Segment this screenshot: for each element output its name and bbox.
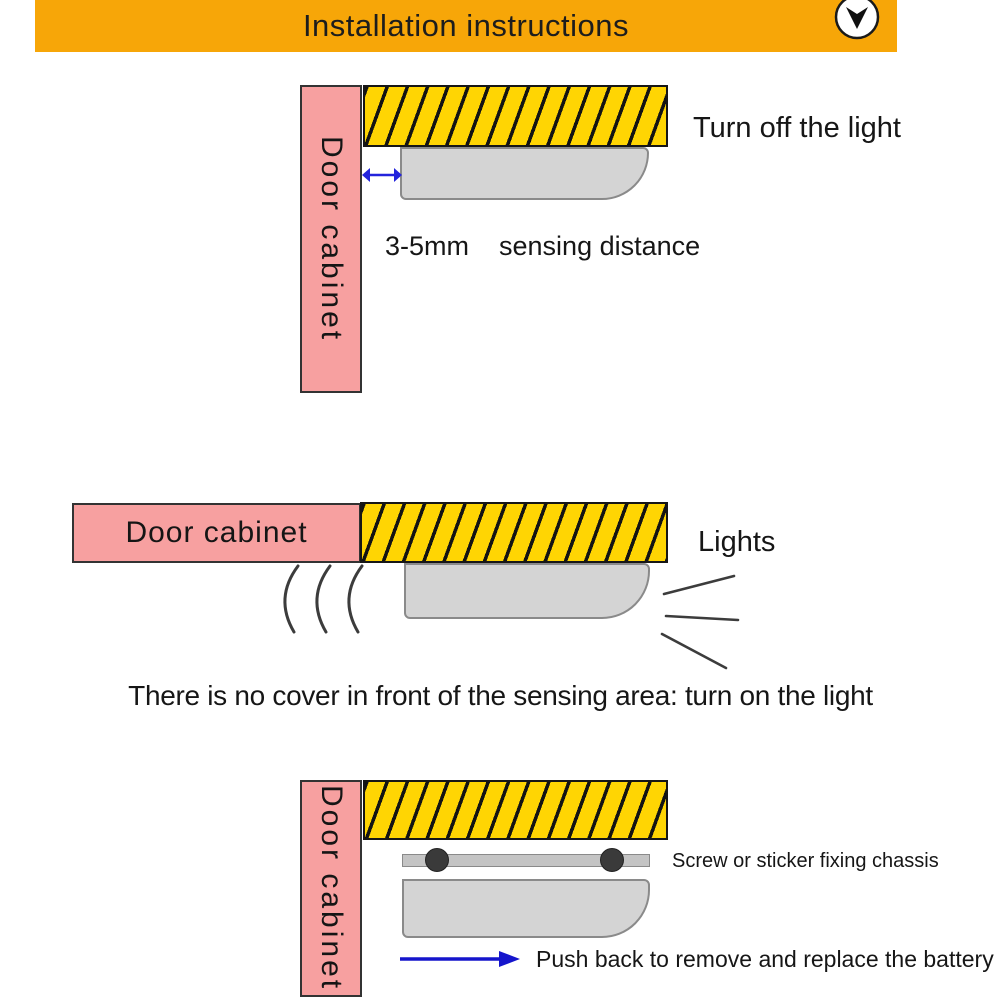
push-arrow-icon	[400, 951, 520, 967]
diagram1-caption: Turn off the light	[693, 112, 901, 144]
sensor-light-fixture	[404, 563, 650, 619]
header-banner: Installation instructions	[35, 0, 897, 52]
page-title: Installation instructions	[302, 8, 630, 43]
door-cabinet-label: Door cabinet	[315, 135, 348, 343]
door-cabinet-horizontal: Door cabinet	[72, 503, 361, 563]
light-rays-icon	[660, 574, 740, 670]
middle-note: There is no cover in front of the sensin…	[128, 680, 873, 711]
door-cabinet-vertical: Door cabinet	[300, 780, 362, 997]
cabinet-top-panel	[363, 85, 668, 147]
sensing-distance-label: 3-5mm sensing distance	[385, 231, 700, 262]
double-arrow-icon	[362, 168, 402, 182]
distance-text: sensing distance	[499, 231, 701, 261]
chevron-down-button[interactable]	[831, 0, 883, 48]
chevron-down-icon	[834, 0, 880, 40]
door-cabinet-vertical: Door cabinet	[300, 85, 362, 393]
door-cabinet-label: Door cabinet	[125, 516, 308, 549]
sensor-light-fixture	[402, 879, 650, 938]
sensor-light-fixture	[400, 147, 649, 200]
diagram2-caption: Lights	[698, 526, 776, 558]
fixing-chassis-bar	[402, 854, 650, 867]
cabinet-top-panel	[360, 502, 668, 563]
screw-icon	[600, 848, 624, 872]
screw-icon	[425, 848, 449, 872]
battery-label: Push back to remove and replace the batt…	[536, 946, 994, 972]
distance-value: 3-5mm	[385, 231, 470, 261]
cabinet-top-panel	[363, 780, 668, 840]
signal-waves-icon	[283, 564, 364, 634]
chassis-label: Screw or sticker fixing chassis	[672, 850, 939, 872]
door-cabinet-label: Door cabinet	[315, 785, 348, 992]
